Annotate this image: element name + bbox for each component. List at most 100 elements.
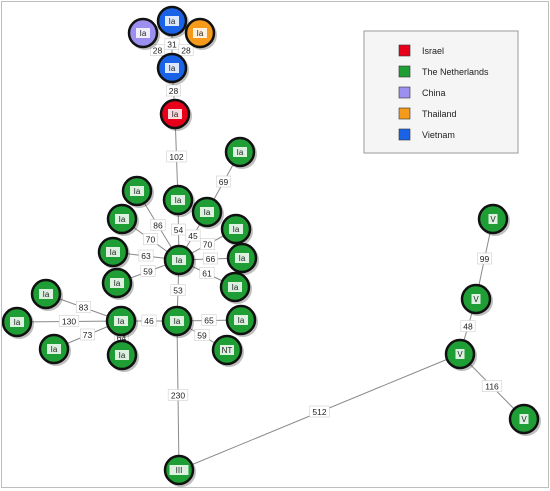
edge-label: 116 [481, 380, 503, 392]
node-label-bg [488, 214, 498, 224]
edge-label-bg [481, 380, 503, 392]
edge-label-bg [58, 315, 80, 327]
node-n_up[interactable]: Ia [162, 184, 195, 217]
edge-label: 69 [216, 175, 232, 188]
node-iii[interactable]: III [163, 454, 196, 487]
edge-label-text: 53 [173, 286, 183, 296]
edge-label: 31 [164, 38, 180, 50]
node-v4[interactable]: V [508, 403, 541, 436]
node-n_fl3[interactable]: Ia [38, 333, 71, 366]
node-n_ul[interactable]: Ia [121, 175, 154, 208]
node-label-bg [471, 294, 481, 304]
node-label: NT [222, 346, 233, 355]
node-label: Ia [118, 317, 125, 326]
node-hub2[interactable]: Ia [105, 305, 138, 338]
node-n_ur1[interactable]: Ia [191, 196, 224, 229]
edge-label-bg [170, 284, 186, 296]
edge-label: 99 [476, 252, 492, 265]
node-label-bg [172, 255, 186, 265]
node-cn1[interactable]: Ia [127, 17, 160, 50]
node-n_fl4[interactable]: Ia [106, 339, 139, 372]
node-hub1[interactable]: Ia [163, 244, 196, 277]
node-label: Ia [204, 208, 211, 217]
edge-label-bg [76, 301, 92, 313]
edge-label-bg [150, 44, 166, 56]
edge-label: 73 [80, 328, 96, 341]
node-v1[interactable]: V [477, 203, 510, 236]
legend-swatch [398, 65, 411, 78]
edge-label-text: 130 [62, 317, 76, 327]
node-label: Ia [14, 318, 21, 327]
edge-label-text: 63 [141, 251, 151, 261]
node-v2[interactable]: V [460, 283, 493, 316]
edge-label-text: 45 [188, 231, 198, 241]
node-vn2[interactable]: Ia [156, 52, 189, 85]
node-n_fl2[interactable]: Ia [2, 306, 34, 339]
edge-label-text: 83 [79, 303, 89, 313]
edge-label: 28 [166, 84, 182, 97]
legend-swatch [398, 44, 411, 57]
node-n_l3[interactable]: Ia [101, 267, 134, 300]
edge-label-text: 31 [167, 40, 177, 50]
node-n_ur2[interactable]: Ia [220, 213, 253, 246]
node-th1[interactable]: Ia [184, 17, 217, 50]
node-label-bg [47, 344, 61, 354]
edge-label-text: 28 [181, 46, 191, 56]
legend-swatch [398, 86, 411, 99]
edge-label-text: 116 [485, 382, 499, 392]
node-n_r3[interactable]: Ia [225, 304, 258, 337]
node-il1[interactable]: Ia [159, 98, 192, 131]
edge-label-bg [185, 229, 201, 242]
legend-label: Thailand [422, 109, 457, 119]
edge-label: 230 [167, 389, 189, 401]
edge-label-bg [167, 389, 189, 401]
edge-label-text: 64 [117, 333, 127, 343]
edge-label-bg [194, 329, 210, 341]
node-n_r2[interactable]: Ia [219, 271, 252, 304]
edge-label-bg [476, 252, 492, 265]
edge-label: 28 [150, 44, 166, 56]
node-label-bg [170, 316, 184, 326]
legend-label: Vietnam [422, 130, 455, 140]
node-label: Ia [233, 225, 240, 234]
node-vn1[interactable]: Ia [156, 5, 189, 38]
edge-label-text: 46 [144, 316, 154, 326]
edge-label-bg [200, 238, 216, 250]
node-label-bg [220, 345, 234, 355]
edge-label-bg [143, 233, 159, 245]
edge-label-bg [150, 219, 166, 231]
node-n_l1[interactable]: Ia [106, 203, 139, 236]
node-n_top[interactable]: Ia [224, 136, 257, 169]
edge-label-text: 48 [463, 322, 473, 332]
node-label-bg [234, 315, 248, 325]
edge-label-text: 59 [143, 267, 153, 277]
edge-label-bg [178, 44, 194, 56]
node-nt[interactable]: NT [211, 334, 244, 367]
node-label-bg [168, 109, 182, 119]
node-n_r1[interactable]: Ia [226, 242, 259, 275]
node-label-bg [233, 147, 247, 157]
node-n_fl1[interactable]: Ia [30, 278, 63, 311]
node-label-bg [200, 207, 214, 217]
node-hub3[interactable]: Ia [161, 305, 194, 338]
node-label: Ia [119, 215, 126, 224]
edge-label-text: 73 [83, 330, 93, 340]
edge-label-bg [309, 405, 330, 418]
node-label-bg [519, 414, 529, 424]
node-label-bg [115, 214, 129, 224]
node-label-bg [114, 316, 128, 326]
edge-label: 59 [194, 329, 210, 341]
edge-label-bg [166, 150, 187, 163]
edge-label-bg [80, 328, 96, 341]
node-n_l2[interactable]: Ia [97, 236, 130, 269]
node-label: V [490, 215, 496, 224]
node-v3[interactable]: V [444, 338, 477, 371]
legend-label: China [422, 88, 446, 98]
edge-label-text: 70 [203, 240, 213, 250]
edge-label-bg [138, 249, 154, 262]
edge-label: 48 [460, 320, 476, 332]
node-label: V [457, 350, 463, 359]
edge-label-bg [203, 252, 219, 265]
